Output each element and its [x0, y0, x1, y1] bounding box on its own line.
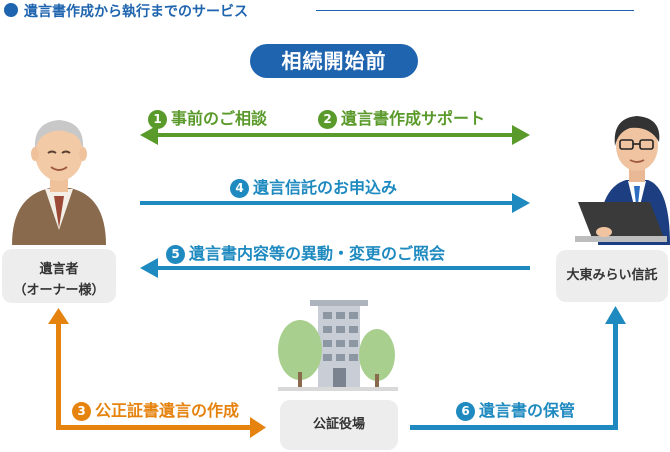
section-header: 遺言書作成から執行までのサービス: [4, 0, 634, 22]
owner-box: 遺言者 （オーナー様）: [2, 249, 116, 303]
orange-elbow-arrow: [48, 308, 266, 438]
blue-arrow-right: [140, 193, 530, 213]
businessman-laptop-icon: [575, 116, 670, 245]
step-3-badge: 3: [72, 402, 91, 421]
blue-elbow-arrow: [410, 306, 626, 430]
blue-arrow-left: [140, 258, 530, 278]
step-1-text: 事前のご相談: [171, 109, 268, 128]
step-2-badge: 2: [318, 110, 337, 129]
step-3-text: 公正証書遺言の作成: [95, 401, 240, 420]
trust-company-label: 大東みらい信託: [566, 268, 658, 283]
step-6-text: 遺言書の保管: [479, 401, 576, 420]
elderly-man-icon: [12, 120, 106, 245]
header-rule: [316, 10, 634, 11]
section-title: 遺言書作成から執行までのサービス: [24, 4, 248, 20]
bullet-dot-icon: [4, 3, 18, 17]
step-6-badge: 6: [456, 402, 475, 421]
notary-office-label: 公証役場: [312, 417, 365, 432]
step-1-badge: 1: [148, 110, 167, 129]
phase-label: 相続開始前: [250, 44, 418, 78]
notary-building-icon: [278, 300, 398, 391]
step-2-text: 遺言書作成サポート: [341, 109, 486, 128]
owner-sublabel: （オーナー様）: [13, 283, 105, 298]
notary-office-box: 公証役場: [280, 400, 398, 450]
step-5-badge: 5: [166, 245, 185, 264]
step-4-text: 遺言信託のお申込み: [253, 178, 398, 197]
step-5-text: 遺言書内容等の異動・変更のご照会: [189, 244, 446, 263]
trust-company-box: 大東みらい信託: [556, 250, 668, 302]
green-double-arrow: [140, 125, 530, 145]
owner-label: 遺言者: [39, 262, 79, 277]
step-4-badge: 4: [230, 179, 249, 198]
